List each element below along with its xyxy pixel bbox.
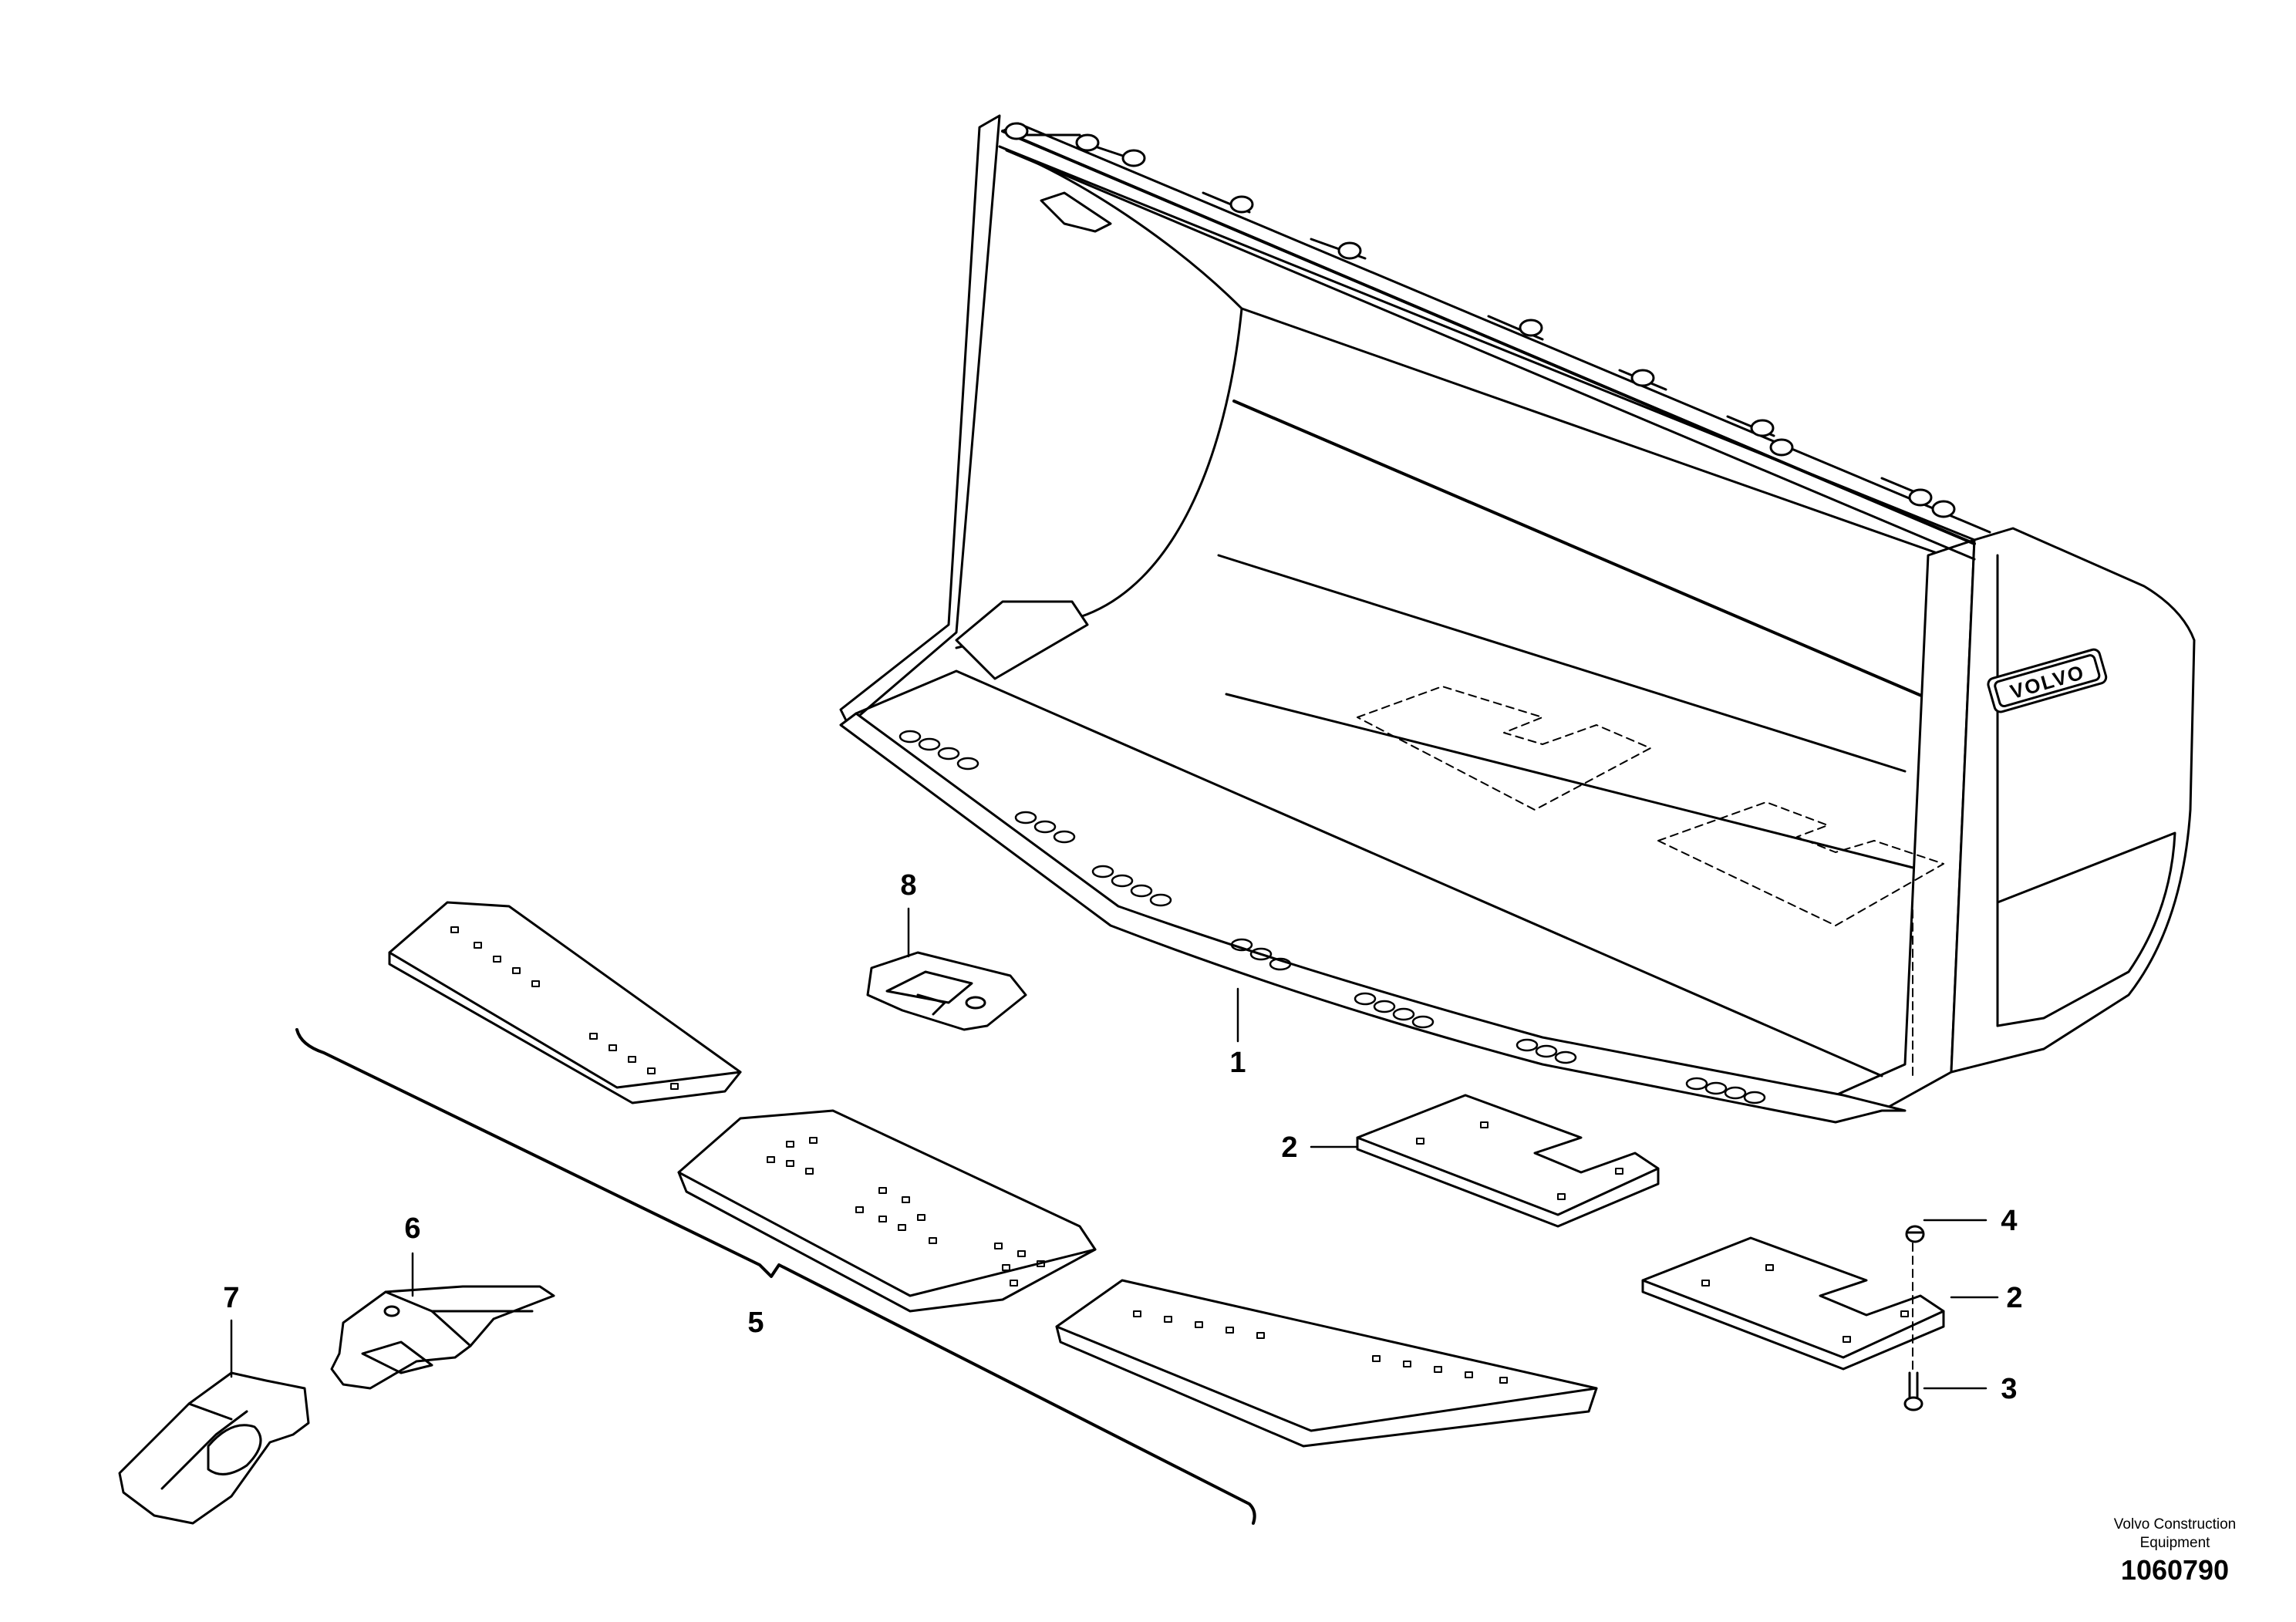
bucket-right-end-panel xyxy=(1996,831,2176,1027)
leader-lines xyxy=(230,907,1999,1390)
bucket xyxy=(839,114,2196,1124)
wear-plate-upper xyxy=(1356,1094,1660,1228)
cutting-edge-set-bracket xyxy=(295,1028,1256,1525)
callout-7: 7 xyxy=(223,1282,239,1314)
bucket-top-rail xyxy=(1001,130,1976,545)
bucket-cutting-edge xyxy=(839,712,1907,1124)
cutting-edge-left xyxy=(388,901,742,1104)
bolt xyxy=(1903,1371,1923,1411)
bucket-back-wall-line xyxy=(1240,307,1945,557)
bucket-floor-line xyxy=(1217,554,1907,773)
bucket-left-side-inner-curve xyxy=(955,145,1243,649)
cutting-edge-center xyxy=(677,1109,1097,1313)
volvo-logo-plate xyxy=(1987,648,2108,713)
bucket-lip-top xyxy=(855,669,1883,1077)
nut xyxy=(1905,1225,1925,1243)
cutting-edge-right xyxy=(1055,1279,1598,1448)
bucket-upper-gusset xyxy=(1040,191,1112,233)
bucket-left-gusset xyxy=(955,600,1089,680)
wear-plate-lower xyxy=(1641,1236,1945,1371)
bucket-hinge-tubes xyxy=(1001,122,1991,534)
credit-company-line1: Volvo Construction xyxy=(2114,1516,2236,1533)
callout-6: 6 xyxy=(404,1212,420,1245)
callout-2-upper: 2 xyxy=(1281,1131,1297,1164)
callout-3: 3 xyxy=(2001,1373,2017,1405)
bucket-right-end-box xyxy=(1950,527,2196,1074)
bucket-floor-break xyxy=(1232,400,1937,703)
bucket-top-rail-2 xyxy=(1005,149,1976,561)
lip-protector xyxy=(866,951,1027,1031)
wear-plate-position-1 xyxy=(1357,686,1651,811)
credit-company-line2: Equipment xyxy=(2140,1535,2211,1551)
callout-5: 5 xyxy=(747,1307,764,1339)
callout-4: 4 xyxy=(2001,1205,2017,1237)
tooth xyxy=(118,1371,310,1525)
bucket-lip-bolt-holes xyxy=(899,730,1766,1104)
bucket-back-wall xyxy=(998,145,1976,881)
callout-1: 1 xyxy=(1229,1047,1246,1079)
callout-8: 8 xyxy=(900,869,916,902)
drawing-part-number: 1060790 xyxy=(2121,1554,2229,1586)
tooth-adapter xyxy=(330,1285,555,1390)
callout-2-lower: 2 xyxy=(2006,1282,2022,1314)
wear-plate-position-2 xyxy=(1657,801,1944,926)
